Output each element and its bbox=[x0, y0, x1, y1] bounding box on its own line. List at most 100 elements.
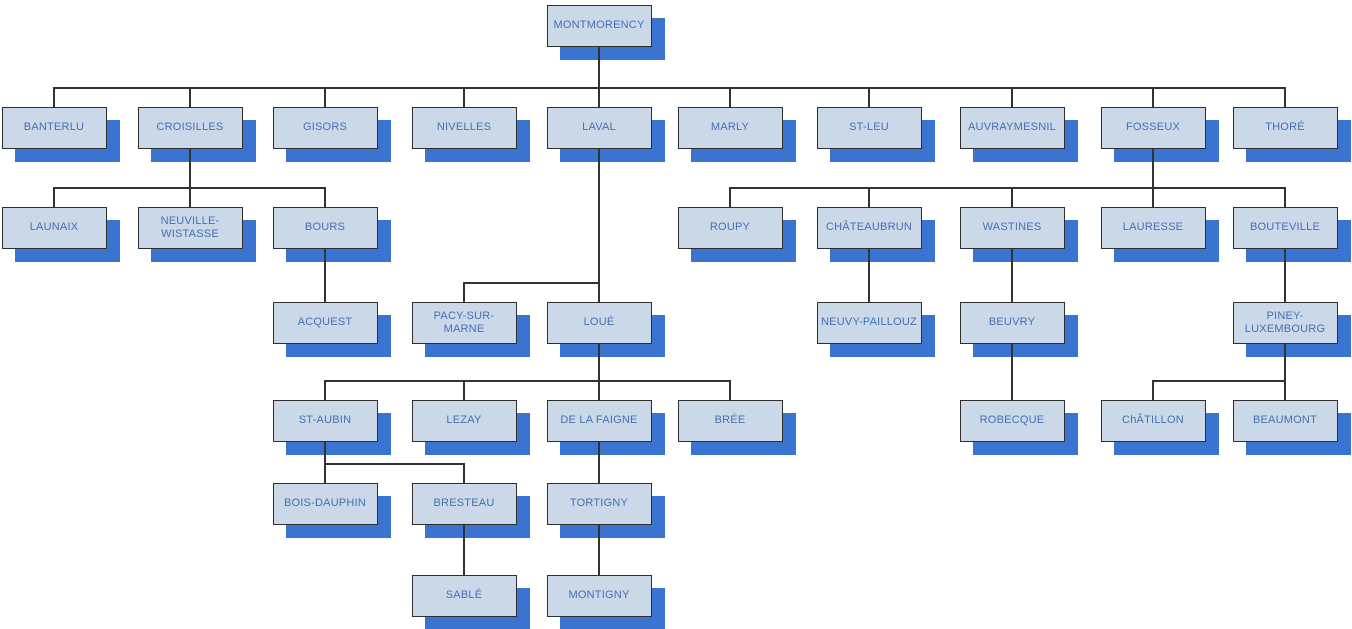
org-node-croisilles[interactable]: CROISILLES bbox=[137, 107, 243, 149]
connector-line-vertical bbox=[1011, 249, 1013, 283]
org-node-nivelles[interactable]: NIVELLES bbox=[411, 107, 517, 149]
org-node-st-aubin[interactable]: ST-AUBIN bbox=[272, 400, 378, 442]
org-node-label: NEUVY-PAILLOUZ bbox=[821, 316, 917, 329]
org-node-lezay[interactable]: LEZAY bbox=[411, 400, 517, 442]
org-node-sable[interactable]: SABLÉ bbox=[411, 575, 517, 617]
org-node-label: BANTERLU bbox=[23, 121, 85, 134]
connector-line-vertical bbox=[1284, 344, 1286, 381]
org-node-pacy-sur-marne[interactable]: PACY-SUR-MARNE bbox=[411, 302, 517, 344]
connector-line-vertical bbox=[1011, 88, 1013, 107]
org-node-wastines[interactable]: WASTINES bbox=[959, 207, 1065, 249]
org-node-label: NEUVILLE-WISTASSE bbox=[160, 214, 220, 240]
connector-line-horizontal bbox=[463, 282, 600, 284]
connector-line-vertical bbox=[1152, 88, 1154, 107]
org-node-robecque[interactable]: ROBECQUE bbox=[959, 400, 1065, 442]
connector-line-vertical bbox=[598, 149, 600, 283]
connector-line-horizontal bbox=[324, 380, 731, 382]
org-node-st-leu[interactable]: ST-LEU bbox=[816, 107, 922, 149]
org-node-lauresse[interactable]: LAURESSE bbox=[1100, 207, 1206, 249]
org-node-neuvy-paillouz[interactable]: NEUVY-PAILLOUZ bbox=[816, 302, 922, 344]
connector-line-vertical bbox=[598, 88, 600, 107]
org-node-fosseux[interactable]: FOSSEUX bbox=[1100, 107, 1206, 149]
org-node-bois-dauphin[interactable]: BOIS-DAUPHIN bbox=[272, 483, 378, 525]
org-node-label: TORTIGNY bbox=[569, 497, 629, 510]
connector-line-horizontal bbox=[324, 463, 465, 465]
org-node-label: THORÉ bbox=[1265, 121, 1305, 134]
org-node-piney-luxembourg[interactable]: PINEY-LUXEMBOURG bbox=[1232, 302, 1338, 344]
org-node-loue[interactable]: LOUÉ bbox=[546, 302, 652, 344]
org-node-label: MONTIGNY bbox=[568, 589, 630, 602]
org-node-beuvry[interactable]: BEUVRY bbox=[959, 302, 1065, 344]
org-node-label: ROUPY bbox=[709, 221, 751, 234]
org-node-launaix[interactable]: LAUNAIX bbox=[1, 207, 107, 249]
connector-line-vertical bbox=[324, 464, 326, 483]
org-node-label: LEZAY bbox=[446, 414, 482, 427]
org-node-label: AUVRAYMESNIL bbox=[967, 121, 1056, 134]
connector-line-vertical bbox=[463, 525, 465, 556]
org-node-label: LAUNAIX bbox=[29, 221, 79, 234]
org-node-label: DE LA FAIGNE bbox=[560, 414, 638, 427]
org-node-label: MARLY bbox=[710, 121, 750, 134]
org-node-label: CHÂTEAUBRUN bbox=[825, 221, 913, 234]
org-node-label: BOURS bbox=[304, 221, 346, 234]
connector-line-vertical bbox=[598, 556, 600, 575]
org-node-marly[interactable]: MARLY bbox=[677, 107, 783, 149]
connector-line-vertical bbox=[868, 249, 870, 283]
org-node-bresteau[interactable]: BRESTEAU bbox=[411, 483, 517, 525]
org-node-label: MONTMORENCY bbox=[553, 19, 645, 32]
connector-line-vertical bbox=[189, 149, 191, 188]
connector-line-vertical bbox=[868, 283, 870, 302]
connector-line-vertical bbox=[598, 47, 600, 88]
connector-line-vertical bbox=[868, 188, 870, 207]
connector-line-vertical bbox=[1284, 249, 1286, 283]
connector-line-vertical bbox=[463, 381, 465, 400]
connector-line-vertical bbox=[1284, 188, 1286, 207]
org-node-label: BEAUMONT bbox=[1252, 414, 1318, 427]
org-node-thore[interactable]: THORÉ bbox=[1232, 107, 1338, 149]
org-node-acquest[interactable]: ACQUEST bbox=[272, 302, 378, 344]
connector-line-horizontal bbox=[729, 187, 1286, 189]
connector-line-vertical bbox=[729, 88, 731, 107]
org-node-label: WASTINES bbox=[982, 221, 1042, 234]
org-node-montmorency[interactable]: MONTMORENCY bbox=[546, 5, 652, 47]
org-node-label: CROISILLES bbox=[156, 121, 224, 134]
connector-line-vertical bbox=[324, 88, 326, 107]
connector-line-vertical bbox=[1284, 381, 1286, 400]
org-node-de-la-faigne[interactable]: DE LA FAIGNE bbox=[546, 400, 652, 442]
org-node-tortigny[interactable]: TORTIGNY bbox=[546, 483, 652, 525]
org-node-label: BRESTEAU bbox=[433, 497, 495, 510]
org-node-bouteville[interactable]: BOUTEVILLE bbox=[1232, 207, 1338, 249]
connector-line-vertical bbox=[324, 442, 326, 464]
connector-line-vertical bbox=[598, 525, 600, 556]
org-node-roupy[interactable]: ROUPY bbox=[677, 207, 783, 249]
org-node-chatillon[interactable]: ChÂTILLON bbox=[1100, 400, 1206, 442]
connector-line-horizontal bbox=[53, 87, 1286, 89]
connector-line-vertical bbox=[463, 283, 465, 302]
connector-line-vertical bbox=[1011, 381, 1013, 400]
connector-line-vertical bbox=[463, 88, 465, 107]
connector-line-vertical bbox=[53, 88, 55, 107]
org-node-gisors[interactable]: GISORS bbox=[272, 107, 378, 149]
org-node-label: BEUVRY bbox=[988, 316, 1036, 329]
org-node-banterlu[interactable]: BANTERLU bbox=[1, 107, 107, 149]
connector-line-vertical bbox=[324, 283, 326, 302]
org-node-label: SABLÉ bbox=[445, 589, 483, 602]
connector-line-vertical bbox=[1152, 381, 1154, 400]
org-node-beaumont[interactable]: BEAUMONT bbox=[1232, 400, 1338, 442]
org-node-montigny[interactable]: MONTIGNY bbox=[546, 575, 652, 617]
org-node-bours[interactable]: BOURS bbox=[272, 207, 378, 249]
connector-line-vertical bbox=[53, 188, 55, 207]
org-node-label: ST-AUBIN bbox=[298, 414, 352, 427]
org-node-chateaubrun[interactable]: CHÂTEAUBRUN bbox=[816, 207, 922, 249]
org-node-auvraymesnil[interactable]: AUVRAYMESNIL bbox=[959, 107, 1065, 149]
connector-line-vertical bbox=[189, 88, 191, 107]
connector-line-vertical bbox=[1011, 344, 1013, 381]
org-node-neuville-wistasse[interactable]: NEUVILLE-WISTASSE bbox=[137, 207, 243, 249]
org-node-laval[interactable]: LAVAL bbox=[546, 107, 652, 149]
org-node-bree[interactable]: BRÉE bbox=[677, 400, 783, 442]
org-node-label: ROBECQUE bbox=[979, 414, 1045, 427]
org-node-label: ST-LEU bbox=[849, 121, 889, 134]
connector-line-vertical bbox=[598, 381, 600, 400]
org-node-label: LOUÉ bbox=[583, 316, 615, 329]
